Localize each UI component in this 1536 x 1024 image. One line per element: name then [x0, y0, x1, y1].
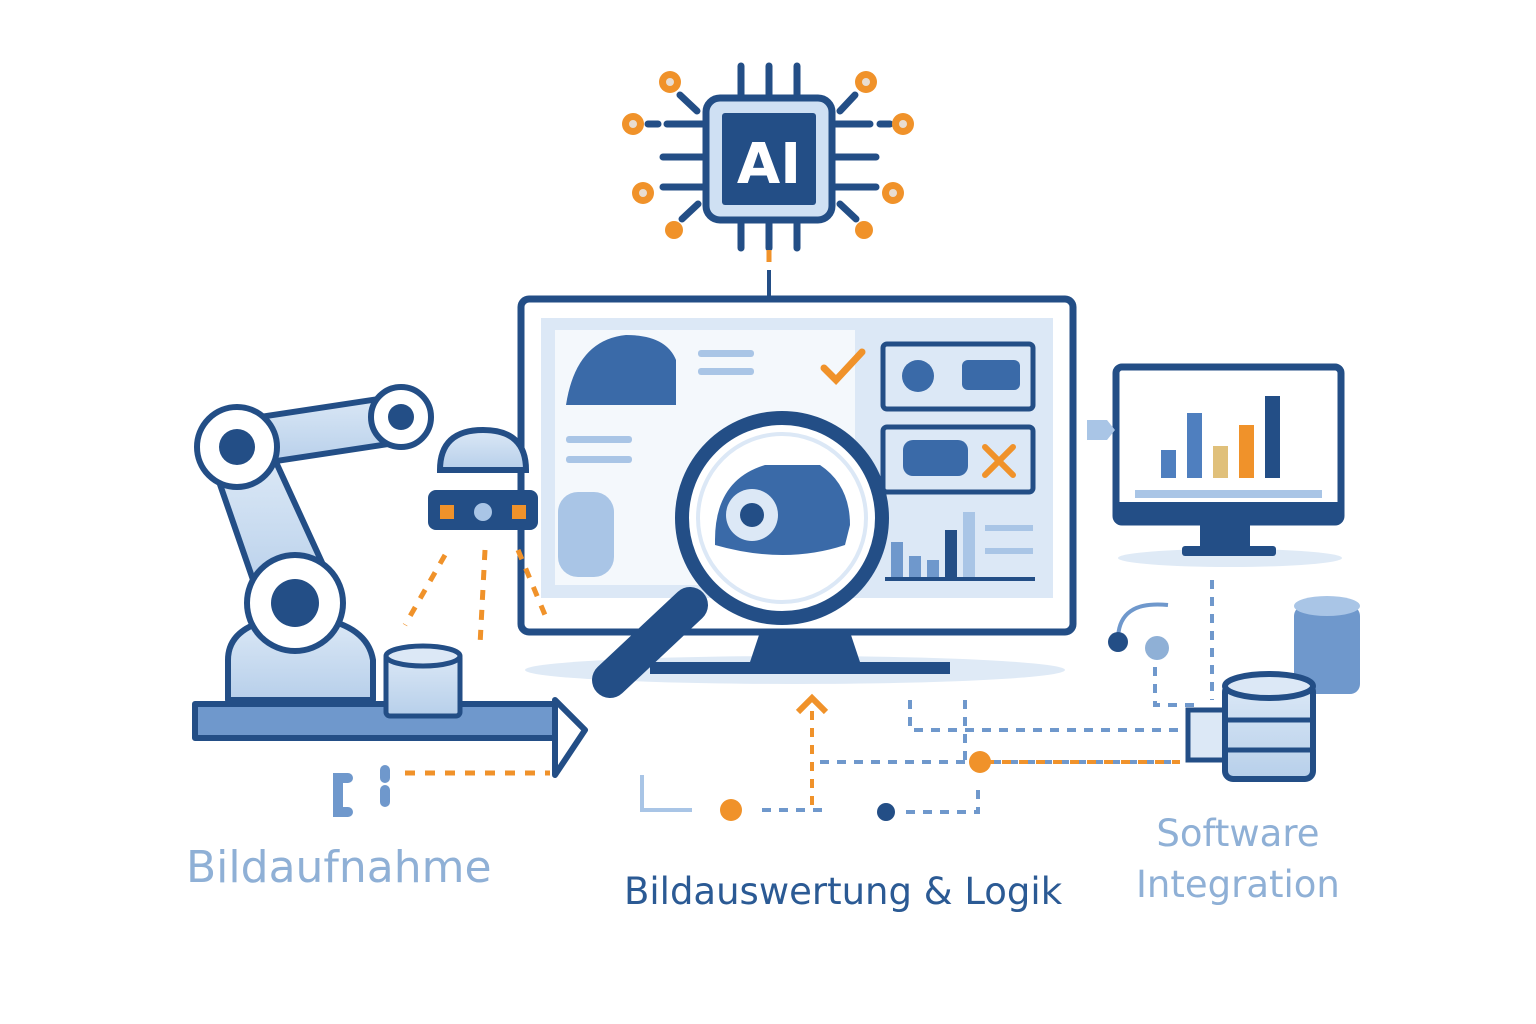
label-bildauswertung: Bildauswertung & Logik [624, 870, 1063, 913]
label-integration: Integration [1136, 863, 1340, 906]
machine-part-icon [566, 335, 676, 405]
label-software: Software [1156, 812, 1320, 855]
analytics-monitor-icon [1087, 363, 1345, 567]
flow-node [1108, 632, 1128, 652]
ai-chip-label: AI [737, 132, 801, 197]
database-icon [558, 492, 614, 577]
ai-chip-icon [644, 62, 894, 252]
flow-node [720, 799, 742, 821]
camera-beams [402, 549, 550, 776]
database-icon [1185, 671, 1316, 782]
plug-icon [333, 765, 390, 817]
bar-chart-icon [885, 512, 1035, 581]
database-icon [1294, 596, 1360, 694]
robot-arm-icon [192, 384, 588, 778]
magnifier-icon [592, 411, 889, 698]
label-bildaufnahme: Bildaufnahme [186, 842, 492, 893]
label-software-integration: Software Integration [1136, 808, 1340, 910]
bar-chart-icon [1161, 396, 1280, 478]
flow-connectors [640, 580, 1214, 814]
cross-icon [982, 444, 1016, 478]
chip-nodes [622, 71, 914, 239]
checkmark-icon [820, 348, 866, 386]
camera-icon [428, 426, 538, 530]
database-icon [383, 643, 463, 719]
flow-node [969, 751, 991, 773]
flow-node [877, 803, 895, 821]
flow-node [1145, 636, 1169, 660]
